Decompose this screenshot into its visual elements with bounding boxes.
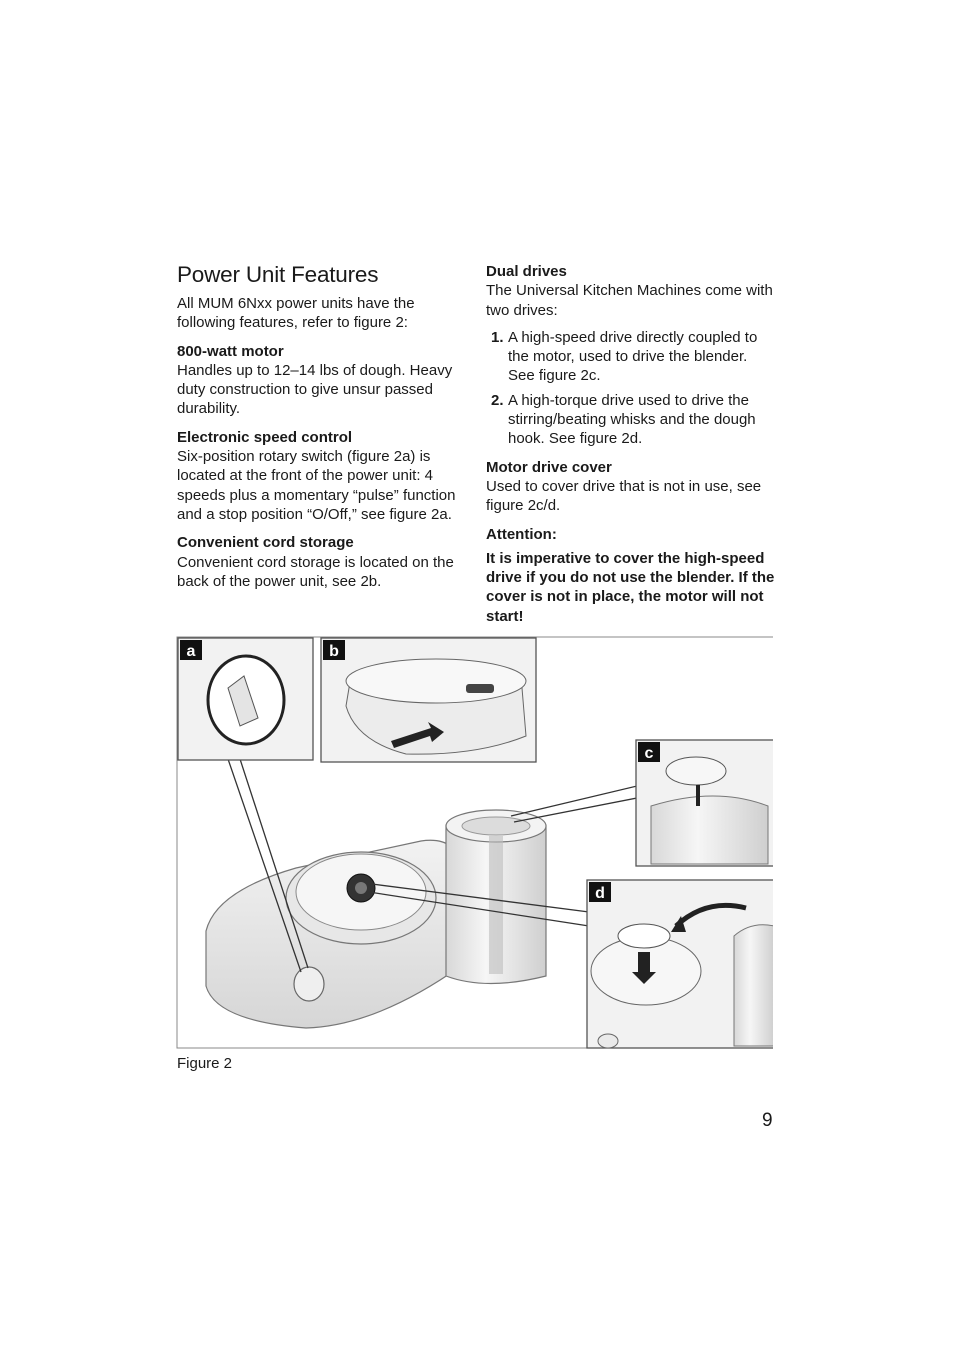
right-column: Dual drives The Universal Kitchen Machin… xyxy=(486,262,778,626)
callout-lines xyxy=(227,758,638,973)
list-number: 2. xyxy=(491,391,504,409)
panel-d: d xyxy=(586,879,773,1049)
attention-heading: Attention: xyxy=(486,525,557,543)
section-body: Convenient cord storage is located on th… xyxy=(177,553,454,590)
figure-caption: Figure 2 xyxy=(177,1055,233,1072)
list-item: 2. A high-torque drive used to drive the… xyxy=(486,391,778,449)
panel-b: b xyxy=(320,637,537,763)
section-motor: 800-watt motor Handles up to 12–14 lbs o… xyxy=(177,342,472,419)
list-item: 1. A high-speed drive directly coupled t… xyxy=(486,328,778,386)
panel-c: c xyxy=(635,739,773,867)
section-body: Six-position rotary switch (figure 2a) i… xyxy=(177,448,456,523)
list-number: 1. xyxy=(491,328,504,346)
intro-text: All MUM 6Nxx power units have the follow… xyxy=(177,295,415,332)
panel-a: a xyxy=(177,637,314,761)
panel-label-d: d xyxy=(595,885,605,902)
panel-label-b: b xyxy=(329,643,339,660)
section-heading: Convenient cord storage xyxy=(177,534,354,552)
figure-2-illustration: a b c d xyxy=(176,636,773,1049)
section-motor-cover: Motor drive cover Used to cover drive th… xyxy=(486,458,778,516)
panel-label-a: a xyxy=(187,643,196,660)
section-cord-storage: Convenient cord storage Convenient cord … xyxy=(177,533,472,591)
page-title: Power Unit Features xyxy=(177,262,379,287)
section-body: Used to cover drive that is not in use, … xyxy=(486,477,762,515)
attention-block: Attention: It is imperative to cover the… xyxy=(486,525,778,626)
list-text: A high-speed drive directly coupled to t… xyxy=(508,328,758,385)
dual-drives-heading: Dual drives xyxy=(486,263,567,280)
section-heading: Electronic speed control xyxy=(177,428,353,446)
section-speed-control: Electronic speed control Six-position ro… xyxy=(177,428,472,524)
section-body: Handles up to 12–14 lbs of dough. Heavy … xyxy=(177,361,453,418)
section-heading: Motor drive cover xyxy=(486,458,612,476)
drives-list: 1. A high-speed drive directly coupled t… xyxy=(486,328,778,449)
dual-drives-intro: The Universal Kitchen Machines come with… xyxy=(486,282,773,319)
section-heading: 800-watt motor xyxy=(177,342,284,360)
power-unit-drawing xyxy=(205,809,547,1029)
left-column: Power Unit Features All MUM 6Nxx power u… xyxy=(177,262,472,600)
list-text: A high-torque drive used to drive the st… xyxy=(508,391,756,448)
attention-body: It is imperative to cover the high-speed… xyxy=(486,549,775,625)
panel-label-c: c xyxy=(645,745,654,762)
page-number: 9 xyxy=(762,1110,773,1131)
